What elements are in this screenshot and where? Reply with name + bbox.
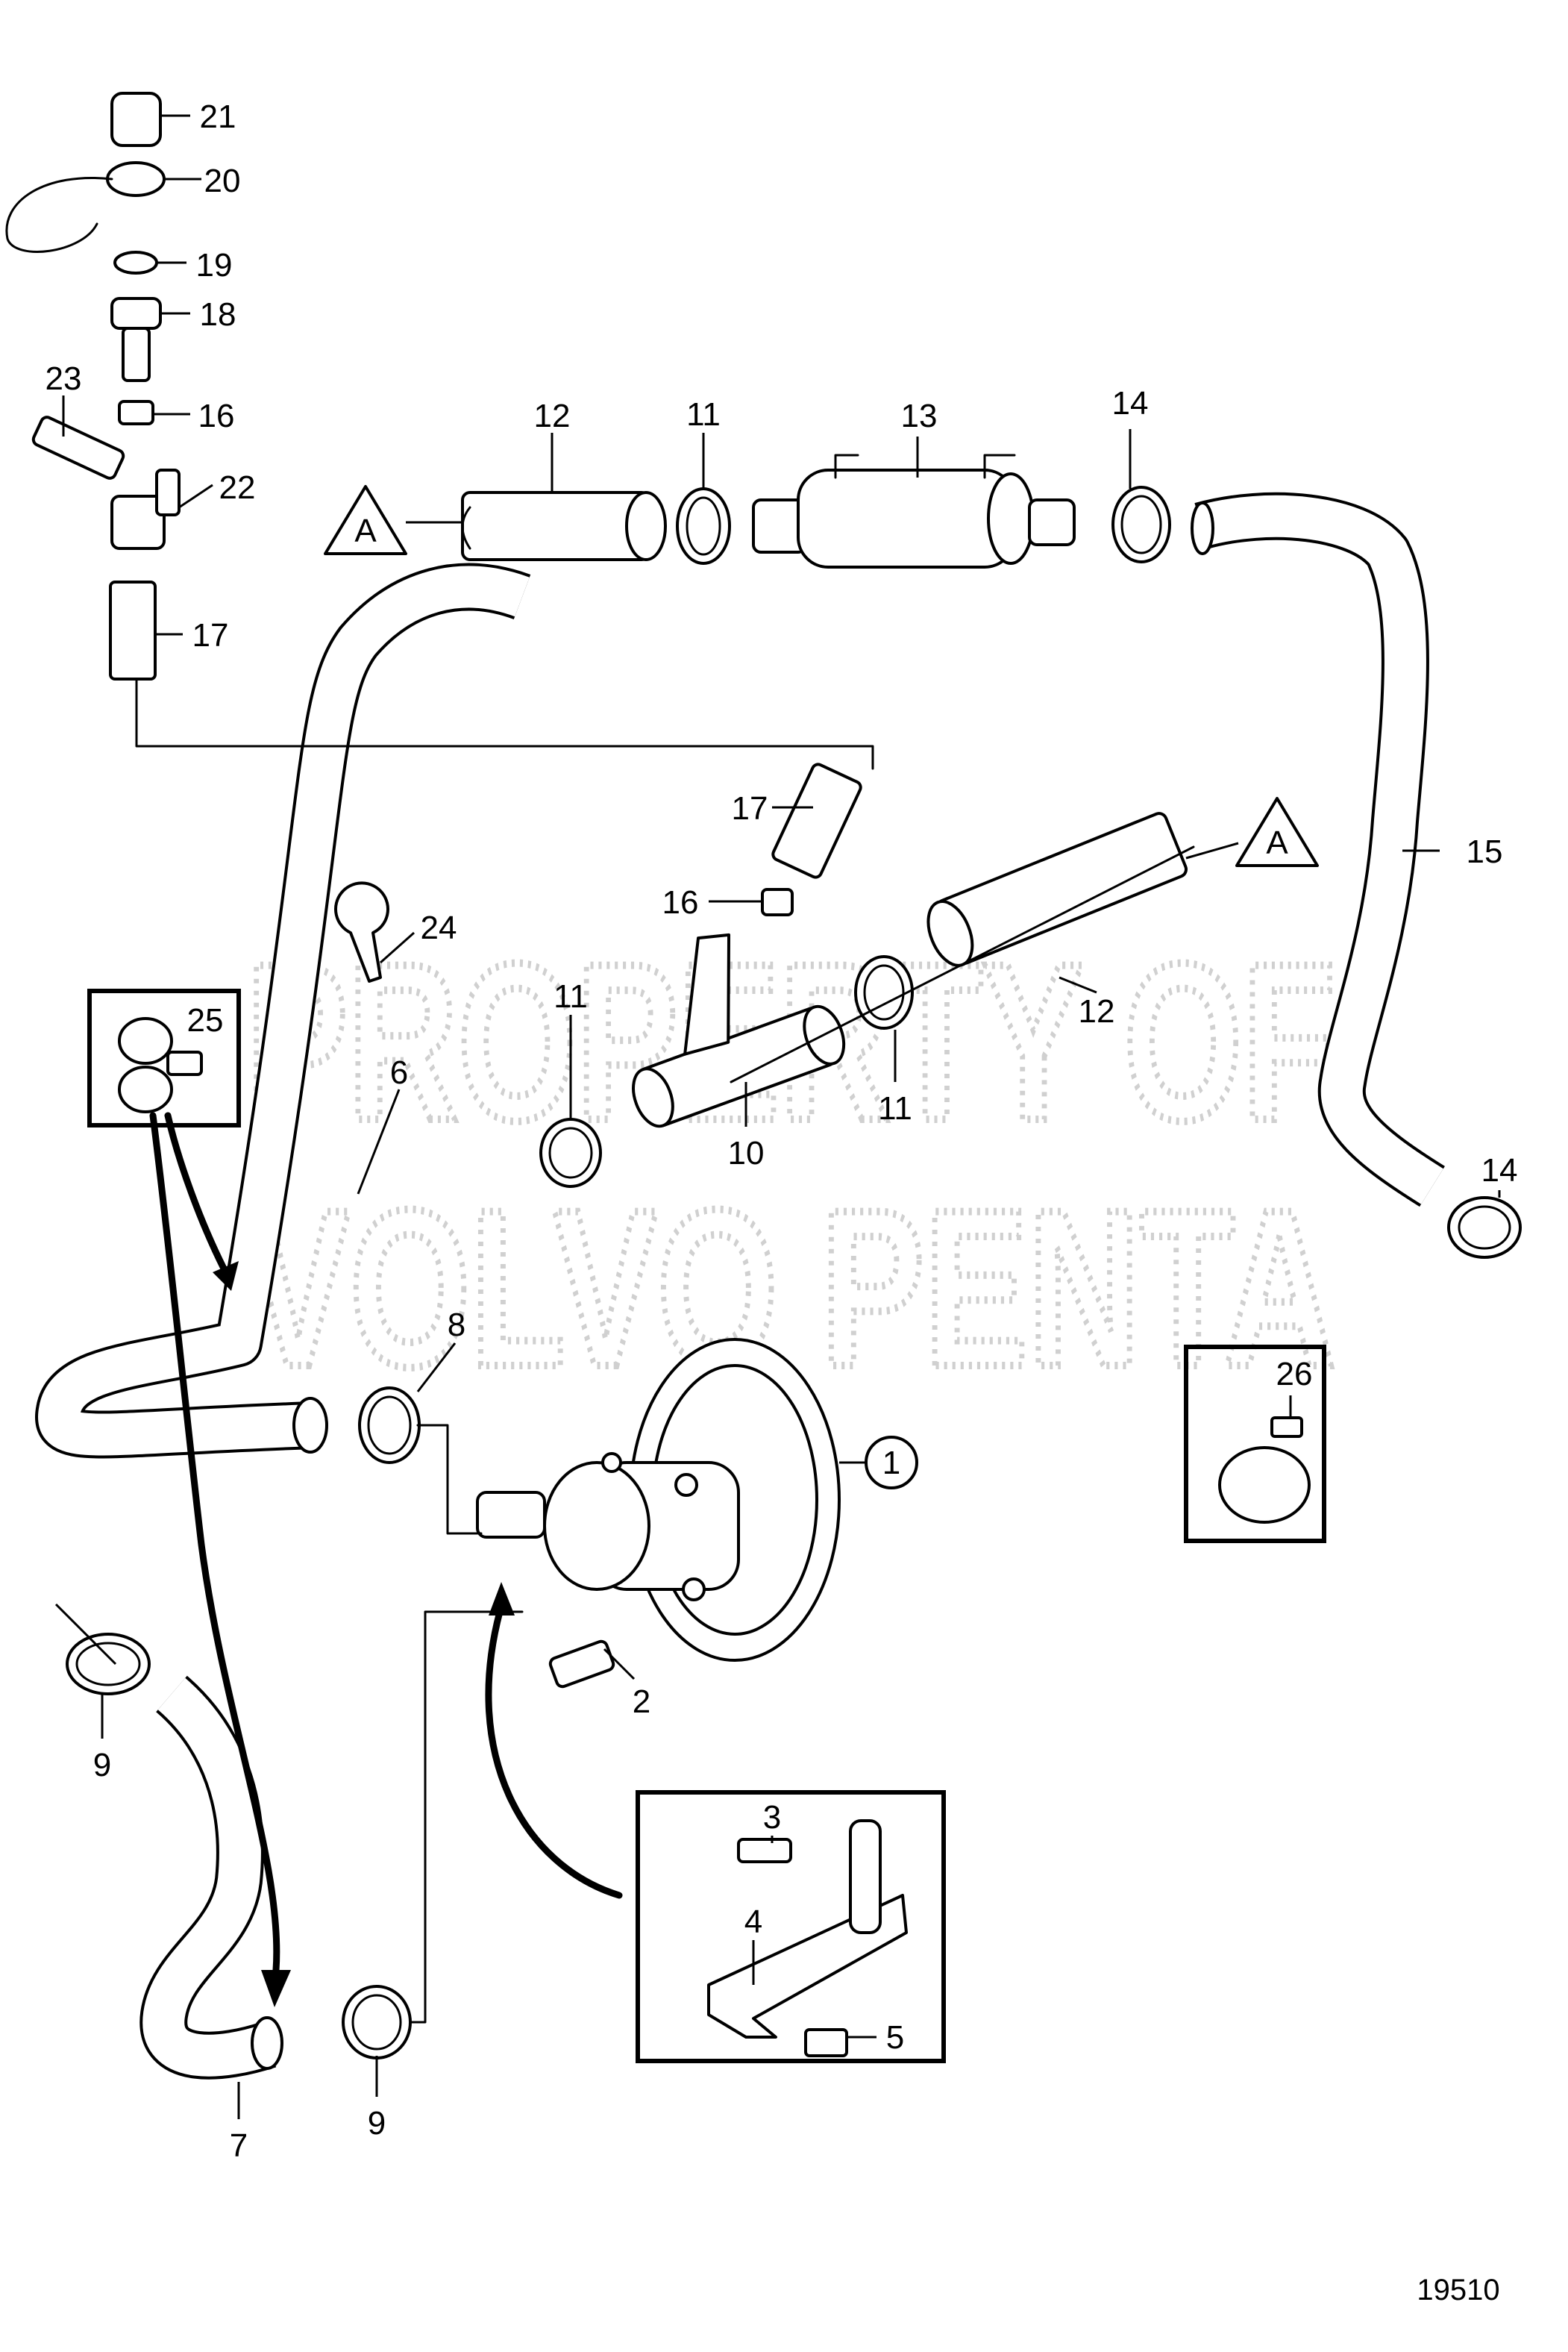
callout-15: 15	[1467, 833, 1503, 870]
watermark: PROPERTY OF VOLVO PENTA	[242, 913, 1339, 1417]
hose-12-top	[461, 491, 667, 561]
callout-22: 22	[219, 469, 256, 506]
callout-14-top: 14	[1112, 385, 1149, 422]
callout-20: 20	[204, 163, 241, 199]
callout-8: 8	[448, 1307, 465, 1343]
callout-12-lower: 12	[1079, 993, 1115, 1030]
hose-15	[1191, 492, 1445, 1207]
hose-7	[139, 1675, 283, 2080]
clamp-14-right	[1447, 1196, 1522, 1259]
callout-17-top: 17	[192, 617, 229, 654]
clamp-11-top	[676, 487, 731, 565]
callout-23: 23	[46, 360, 82, 397]
callout-11-top: 11	[686, 396, 721, 433]
callout-6: 6	[390, 1054, 408, 1091]
hose-6	[35, 563, 531, 1459]
callout-16-top: 16	[198, 398, 235, 434]
callout-12-top: 12	[534, 398, 571, 434]
hose-12-lower	[926, 812, 1188, 967]
callout-9-left: 9	[93, 1747, 111, 1783]
callout-21: 21	[200, 98, 236, 135]
connector-a-right-label: A	[1266, 825, 1288, 861]
nipple-18	[110, 297, 162, 382]
callout-9-bottom: 9	[368, 2105, 386, 2142]
callout-11-right: 11	[878, 1090, 912, 1127]
callouts: 1 2 3 4 5 6 7 8 9 9 10 11 11 11 12 12 13…	[46, 98, 1518, 2164]
routing-line-A	[730, 845, 1195, 1083]
pump-1	[476, 1338, 841, 1662]
clamp-11-left	[539, 1118, 602, 1188]
leaders	[54, 114, 1501, 2119]
clamp-14-top	[1111, 486, 1171, 563]
bracket-22	[110, 469, 181, 550]
callout-1-ring	[865, 1436, 918, 1489]
callout-10: 10	[728, 1135, 765, 1172]
callout-5: 5	[886, 2019, 904, 2056]
washer-20	[5, 161, 166, 253]
plug-21	[110, 92, 162, 147]
callout-4: 4	[744, 1904, 762, 1940]
callout-26: 26	[1276, 1356, 1313, 1392]
screw-23	[31, 416, 125, 480]
inset-25	[87, 989, 241, 1127]
callout-16-mid: 16	[662, 884, 699, 921]
connector-a-left: A	[324, 485, 462, 555]
clamp-16-top	[118, 400, 154, 425]
clamp-16-mid	[761, 888, 794, 916]
clamp-9-bottom	[342, 1985, 412, 2059]
inset-3-4-5	[636, 1790, 946, 2063]
callout-3: 3	[763, 1799, 781, 1836]
clamp-11-right	[854, 955, 914, 1030]
connector-a-right: A	[1185, 797, 1319, 867]
drawing-number: 19510	[1417, 2274, 1499, 2306]
pipe-10	[632, 933, 846, 1128]
callout-18: 18	[200, 296, 236, 333]
callout-24: 24	[421, 910, 457, 946]
routing-line-6	[416, 1424, 483, 1535]
clamp-9-left	[66, 1633, 151, 1695]
screw-2	[548, 1639, 615, 1689]
clip-24	[334, 881, 389, 983]
callout-1: 1	[882, 1445, 900, 1481]
hose-17-mid	[771, 763, 862, 879]
callout-17-mid: 17	[732, 790, 768, 827]
routing-line-17	[135, 678, 874, 770]
callout-19: 19	[196, 247, 233, 284]
inset-26	[1184, 1345, 1326, 1543]
washer-19	[113, 251, 158, 275]
callout-25: 25	[187, 1002, 224, 1039]
hose-17-top	[109, 581, 157, 681]
callout-14-right: 14	[1481, 1152, 1518, 1189]
callout-7: 7	[230, 2127, 248, 2164]
callout-11-left: 11	[553, 978, 588, 1015]
routing-line-7	[409, 1610, 524, 2024]
callout-2: 2	[633, 1683, 650, 1720]
routing-arrows	[149, 1112, 623, 2007]
connector-a-left-label: A	[354, 513, 377, 549]
callout-13: 13	[901, 398, 938, 434]
cooler-13	[752, 454, 1076, 569]
clamp-8	[358, 1386, 421, 1464]
